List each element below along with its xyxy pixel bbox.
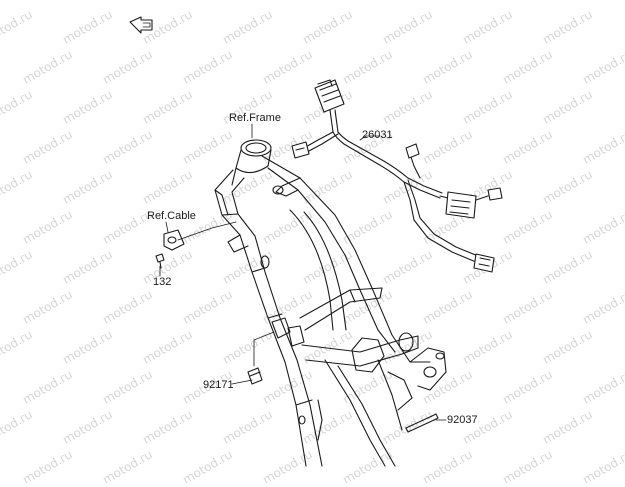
- wiring-harness-26031: [291, 79, 503, 273]
- leader-lines: [159, 123, 447, 421]
- ref-cable-label: Ref.Cable: [147, 210, 196, 222]
- main-connector-icon: [314, 79, 345, 113]
- clamp-92171-icon: [247, 367, 263, 385]
- part-92037-label: 92037: [447, 414, 478, 426]
- frame-main-rails: [214, 169, 323, 467]
- frame-side-bracket: [271, 317, 305, 347]
- wiring-harness-diagram: [129, 16, 503, 467]
- small-connector-right-icon: [487, 187, 503, 201]
- small-connector-left-icon: [291, 141, 310, 159]
- cable-clamp-icon: [163, 229, 185, 251]
- bolt-132-icon: [155, 253, 165, 269]
- frame-right-spar: [261, 155, 447, 467]
- part-92171-label: 92171: [203, 379, 234, 391]
- end-connector-icon: [473, 253, 495, 273]
- part-26031-label: 26031: [362, 129, 393, 141]
- side-connector-icon: [445, 191, 477, 219]
- ref-frame-label: Ref.Frame: [229, 112, 281, 124]
- frame-head-pipe: [231, 139, 272, 186]
- small-connector-top-icon: [405, 143, 420, 159]
- front-arrow-icon: [129, 16, 153, 34]
- part-132-label: 132: [153, 276, 172, 288]
- band-92037-icon: [405, 413, 439, 433]
